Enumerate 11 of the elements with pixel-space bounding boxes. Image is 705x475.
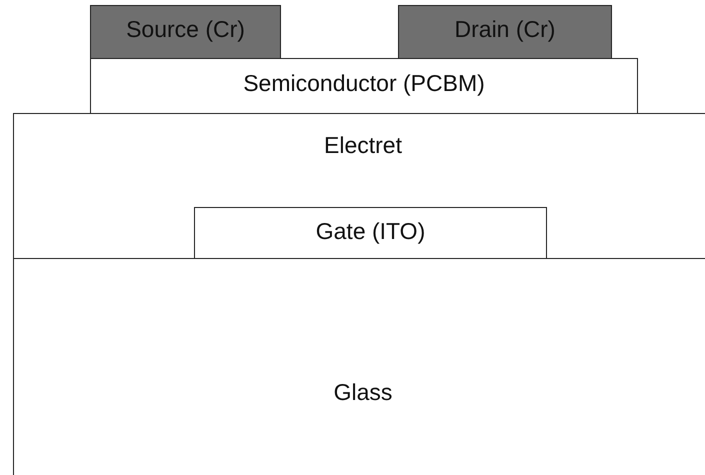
source-electrode [90,5,281,59]
layer-label: Source (Cr) [125,16,246,43]
layer-label: Electret [323,132,403,159]
drain-electrode [398,5,612,59]
layer-label: Gate (ITO) [314,218,426,245]
layer-label: Drain (Cr) [454,16,556,43]
semiconductor-layer [90,58,638,114]
layer-label: Glass [332,379,394,406]
layer-label: Semiconductor (PCBM) [242,70,486,97]
gate-electrode [194,207,547,260]
electret-layer [13,113,705,259]
